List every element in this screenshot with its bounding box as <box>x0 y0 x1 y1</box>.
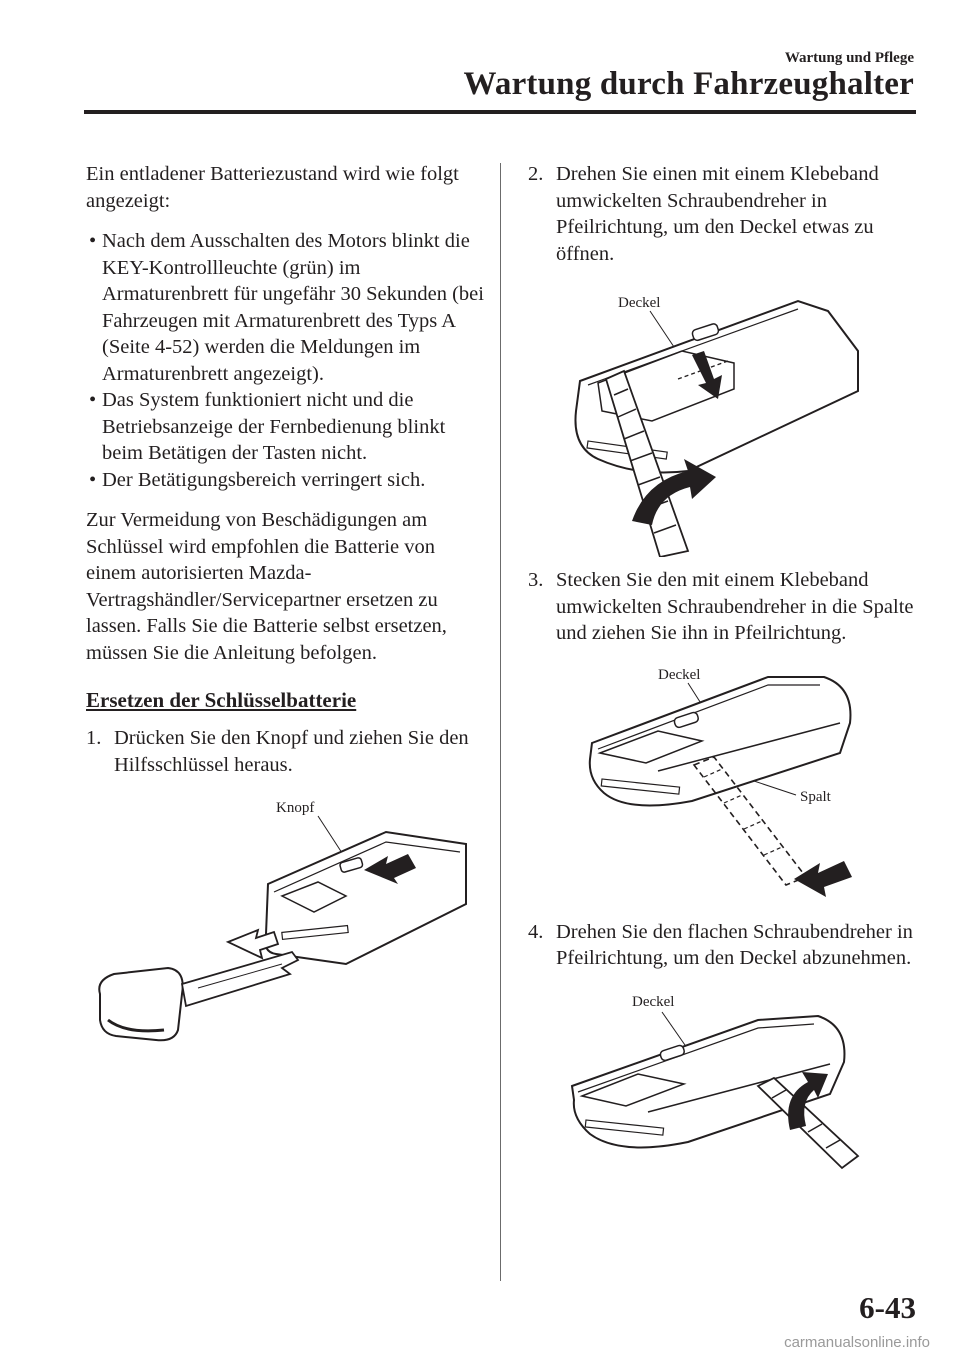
page-title: Wartung durch Fahrzeughalter <box>463 66 914 102</box>
fig-label-deckel: Deckel <box>632 994 674 1010</box>
step-text: Drehen Sie den flachen Schraubendreher i… <box>556 920 913 970</box>
header-rule <box>84 110 916 114</box>
fig-label-deckel: Deckel <box>618 295 660 311</box>
intro-text: Ein entladener Batteriezustand wird wie … <box>86 163 459 212</box>
open-cover-illustration: Deckel <box>574 295 859 557</box>
step-text: Stecken Sie den mit einem Klebeband umwi… <box>556 569 914 644</box>
bullet-icon: • <box>89 230 97 252</box>
step-3: 3. Stecken Sie den mit einem Klebeband um… <box>528 567 928 647</box>
pry-cover-illustration: Deckel Spalt <box>588 667 852 897</box>
bullet-icon: • <box>89 468 97 491</box>
bullet-item: •Der Betätigungsbereich verringert sich. <box>86 467 486 494</box>
bullet-icon: • <box>89 389 97 411</box>
step-4: 4. Drehen Sie den flachen Schraubendreher… <box>528 919 928 972</box>
bullet-text: Nach dem Ausschalten des Motors blinkt d… <box>102 230 484 385</box>
step-number: 1. <box>86 727 102 749</box>
fig-label-deckel: Deckel <box>658 667 700 683</box>
key-removal-illustration: Knopf <box>98 800 467 1042</box>
bullet-text: Das System funktioniert nicht und die Be… <box>102 389 446 464</box>
fig-label-knopf: Knopf <box>276 800 314 816</box>
fig-label-spalt: Spalt <box>800 789 832 805</box>
bullet-item: •Nach dem Ausschalten des Motors blinkt … <box>86 228 486 387</box>
step-number: 3. <box>528 569 544 591</box>
section-name: Wartung und Pflege <box>784 50 914 66</box>
step-2: 2. Drehen Sie einen mit einem Klebeband u… <box>528 161 928 267</box>
advice-text: Zur Vermeidung von Beschädigungen am Sch… <box>86 509 447 664</box>
remove-cover-illustration: Deckel <box>570 994 860 1169</box>
step-number: 2. <box>528 163 544 185</box>
footer-watermark: carmanualsonline.info <box>784 1334 930 1351</box>
page-number: 6-43 <box>859 1290 916 1325</box>
bullet-text: Der Betätigungsbereich verringert sich. <box>102 468 426 491</box>
step-number: 4. <box>528 920 544 943</box>
left-column: Ein entladener Batteriezustand wird wie … <box>86 161 486 1084</box>
step-text: Drücken Sie den Knopf und ziehen Sie den… <box>114 727 469 776</box>
step-1: 1. Drücken Sie den Knopf und ziehen Sie d… <box>86 725 486 778</box>
section-heading: Ersetzen der Schlüsselbatterie <box>86 688 357 712</box>
column-divider <box>500 163 501 1281</box>
step-text: Drehen Sie einen mit einem Klebeband umw… <box>556 163 879 265</box>
right-column: 2. Drehen Sie einen mit einem Klebeband u… <box>528 161 928 1196</box>
bullet-item: •Das System funktioniert nicht und die B… <box>86 387 486 467</box>
